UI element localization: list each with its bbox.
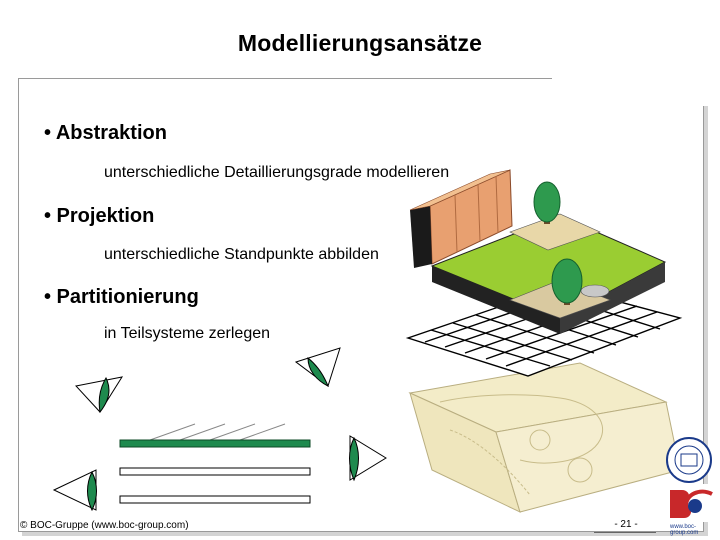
eye-lens — [87, 470, 97, 512]
partition-tick — [209, 423, 256, 441]
lawn-side-left — [432, 266, 560, 334]
slide-title: Modellierungsansätze — [237, 30, 483, 56]
logo-c — [684, 489, 713, 507]
logo-caption: www.boc-group.com — [670, 524, 699, 536]
partition-tick — [149, 423, 196, 441]
plan-path — [439, 394, 603, 464]
partition-bar — [119, 467, 311, 476]
grid-line — [505, 311, 658, 367]
plan-path-dashed — [449, 429, 531, 496]
partition-tick — [239, 423, 286, 441]
viewpoints — [52, 347, 387, 512]
bullet-partitionierung: • Partitionierung — [44, 286, 199, 308]
detail-projektion: unterschiedliche Standpunkte abbilden — [104, 246, 379, 263]
eye-triangle — [294, 347, 341, 387]
wall-end — [410, 206, 432, 268]
partition-bar-green — [119, 439, 311, 448]
partition-bar — [119, 495, 311, 504]
university-seal — [666, 437, 712, 483]
grid-line — [430, 329, 551, 367]
seal-emblem — [680, 453, 698, 467]
tree-top — [551, 258, 583, 304]
eye-lens — [349, 436, 359, 482]
bullet-projektion: • Projektion — [44, 205, 155, 227]
detail-abstraktion: unterschiedliche Detaillierungsgrade mod… — [104, 164, 450, 181]
plan-circle — [567, 457, 593, 483]
grid-line — [452, 322, 573, 361]
seal-ring — [666, 437, 712, 483]
tree-top — [533, 181, 561, 223]
plan-circle — [529, 429, 551, 451]
wall-pillar — [495, 175, 499, 234]
frame-notch — [552, 70, 712, 106]
grid-line — [475, 314, 595, 354]
footer-rule — [594, 532, 656, 533]
wall-pillar — [477, 183, 481, 242]
footer-copyright: © BOC-Gruppe (www.boc-group.com) — [20, 520, 189, 531]
partition-tick — [179, 423, 226, 441]
eye-triangle — [75, 376, 124, 413]
logo-b — [670, 490, 692, 518]
boc-logo — [664, 484, 713, 522]
pond — [580, 284, 610, 298]
lawn-side-right — [560, 262, 665, 334]
garden-plan-layer — [408, 362, 681, 513]
seal-inner-ring — [674, 445, 704, 475]
logo-o — [688, 499, 702, 513]
eye-lens — [307, 356, 329, 388]
bullet-abstraktion: • Abstraktion — [44, 122, 167, 144]
partition-bars — [119, 423, 311, 504]
garden-3d-layer — [409, 169, 667, 334]
page-number: - 21 - — [614, 519, 638, 530]
wall-pillar — [454, 194, 458, 253]
detail-partitionierung: in Teilsysteme zerlegen — [104, 325, 271, 342]
eye-lens — [98, 376, 110, 414]
wall-top — [409, 169, 511, 211]
